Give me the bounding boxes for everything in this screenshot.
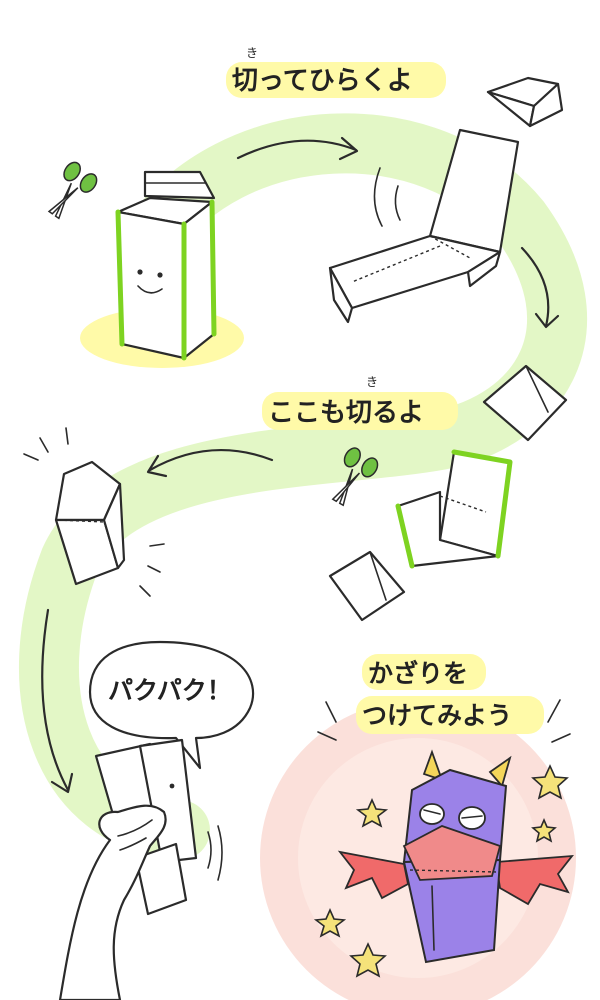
hand-puppet xyxy=(58,738,223,1000)
step-cut-here-label: ここも切るよ xyxy=(268,398,424,428)
monster-eye-right xyxy=(458,806,486,830)
folded-puppet xyxy=(23,427,165,597)
carton-cut-step xyxy=(395,449,513,569)
label-highlight xyxy=(362,654,486,690)
scissors-icon xyxy=(331,447,379,507)
arrow xyxy=(520,246,560,329)
arrow xyxy=(236,136,359,161)
label-highlight xyxy=(226,62,446,98)
opened-carton xyxy=(328,128,520,324)
cut-bottom-piece xyxy=(328,550,406,622)
hand xyxy=(58,804,167,1000)
carton-top-piece xyxy=(486,76,564,128)
carton-eye-left xyxy=(137,269,143,275)
arrow xyxy=(41,608,74,794)
step-decorate: かざりを つけてみよう xyxy=(317,654,571,743)
carton-smile xyxy=(137,285,163,294)
label-highlight xyxy=(356,696,544,734)
milk-carton xyxy=(115,170,217,361)
monster-puppet xyxy=(337,749,574,964)
stars xyxy=(313,764,569,978)
arrow xyxy=(146,448,274,478)
star-icon xyxy=(355,798,389,828)
step-decorate-line2: つけてみよう xyxy=(362,701,512,730)
label-highlight xyxy=(262,392,458,430)
step-cut-open: き 切ってひらくよ xyxy=(226,46,446,98)
step-cut-open-ruby: き xyxy=(246,46,258,60)
wing-right xyxy=(494,854,574,906)
horn-left xyxy=(422,749,444,782)
horn-right xyxy=(488,755,512,788)
monster-eye-left xyxy=(419,803,445,825)
cut-side-piece xyxy=(482,364,568,442)
beak xyxy=(402,825,502,881)
step-cut-here-ruby: き xyxy=(366,375,378,389)
star-icon xyxy=(531,764,569,800)
carton-eye-right xyxy=(157,272,163,278)
step-cut-open-label: 切ってひらくよ xyxy=(232,66,413,96)
star-icon xyxy=(531,817,557,843)
scissors-icon xyxy=(47,161,98,220)
star-icon xyxy=(349,942,387,978)
background-path xyxy=(19,113,588,860)
step-decorate-line1: かざりを xyxy=(368,659,468,688)
star-icon xyxy=(313,908,347,938)
speech-bubble: パクパク！ xyxy=(88,640,255,770)
step-cut-here: き ここも切るよ xyxy=(262,375,458,430)
speech-label: パクパク！ xyxy=(108,676,232,705)
wing-left xyxy=(337,850,410,900)
